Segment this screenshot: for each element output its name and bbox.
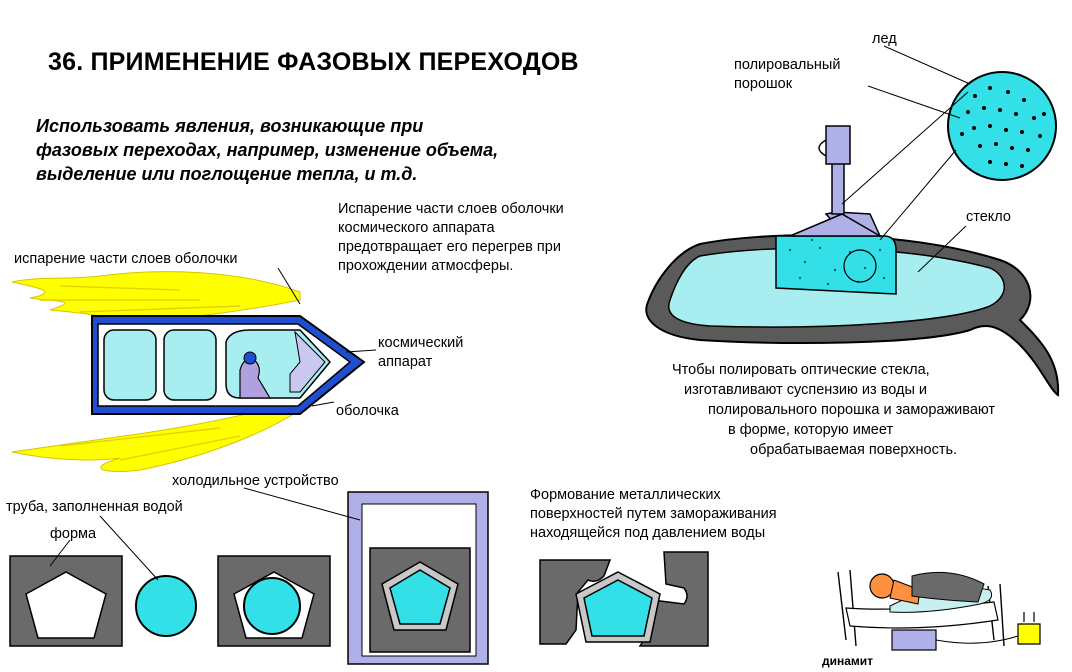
label-form: форма [50,526,97,542]
dynamite-box [891,629,937,651]
polishing-illustration [645,45,1060,397]
label-powder: полировальный порошок [734,56,840,94]
label-powder-line: полировальный [734,57,841,73]
polishing-description-line: полировального порошка и замораживают [708,402,996,418]
label-cooler: холодильное устройство [172,473,339,489]
metal-forming-illustration [539,551,709,647]
label-craft: космический аппарат [378,334,463,372]
label-craft-line: аппарат [378,354,433,370]
polishing-description-line: Чтобы полировать оптические стекла, [672,362,930,378]
metal-forming-description-line: Формование металлических [530,487,721,503]
intro-line: выделение или поглощение тепла, и т.д. [36,164,418,184]
label-evaporation: испарение части слоев оболочки [14,251,238,267]
page-title: 36. ПРИМЕНЕНИЕ ФАЗОВЫХ ПЕРЕХОДОВ [48,48,579,76]
spacecraft-description: Испарение части слоев оболочки космическ… [338,200,564,276]
metal-forming-description: Формование металлических поверхностей пу… [530,486,777,543]
polishing-description-line: в форме, которую имеет [728,422,894,438]
polishing-description-line: изготавливают суспензию из воды и [684,382,928,398]
spacecraft-description-line: прохождении атмосферы. [338,258,514,274]
ice-block [775,235,897,295]
spacecraft-illustration [11,267,377,472]
label-shell: оболочка [336,403,399,419]
label-glass: стекло [966,209,1011,225]
pipe-forming-illustration [9,487,489,665]
label-ice: лед [872,31,897,47]
intro-line: фазовых переходах, например, изменение о… [36,140,499,160]
spacecraft-description-line: предотвращает его перегрев при [338,239,561,255]
metal-forming-description-line: находящейся под давлением воды [530,525,766,541]
label-powder-line: порошок [734,76,793,92]
ice-magnifier [947,71,1057,181]
intro-text: Использовать явления, возникающие при фа… [36,114,498,186]
polishing-description: Чтобы полировать оптические стекла, изго… [672,360,995,460]
spacecraft-description-line: космического аппарата [338,220,495,236]
polishing-description-line: обрабатываемая поверхность. [750,442,958,458]
intro-line: Использовать явления, возникающие при [36,116,424,136]
pipe-circle [135,575,197,637]
label-dynamite: динамит [822,654,874,668]
label-pipe: труба, заполненная водой [6,499,183,515]
spacecraft-description-line: Испарение части слоев оболочки [338,201,564,217]
sleeper-illustration [837,569,1041,651]
label-craft-line: космический [378,335,464,351]
metal-forming-description-line: поверхностей путем замораживания [530,506,777,522]
